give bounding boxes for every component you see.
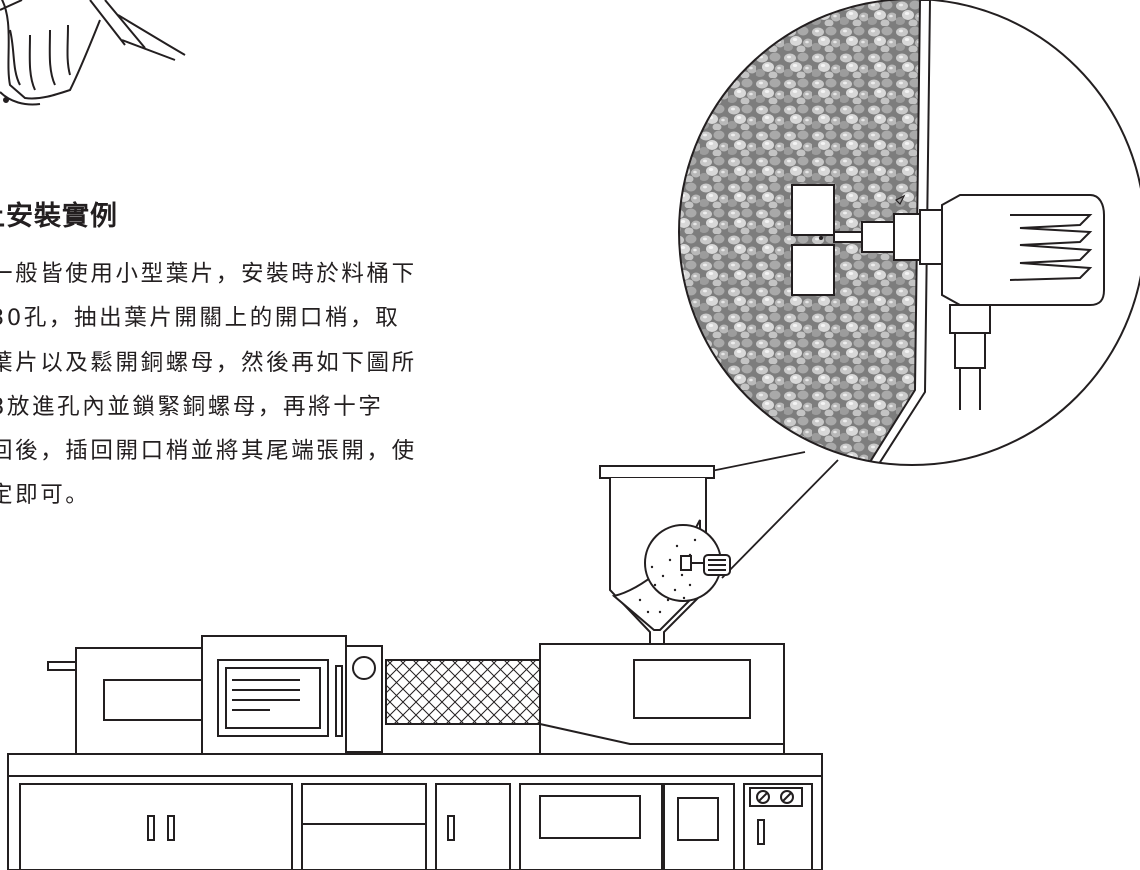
zoom-detail-icon: [651, 0, 1140, 579]
instruction-line: 30孔，抽出葉片開關上的開口梢，取: [0, 305, 401, 332]
instruction-line: 定即可。: [0, 482, 91, 509]
injection-molding-machine-icon: [7, 635, 823, 870]
instruction-text: 一般皆使用小型葉片，安裝時於料桶下 30孔，抽出葉片開關上的開口梢，取 葉片以及…: [0, 252, 417, 518]
section-title: 上安裝實例: [0, 201, 118, 232]
instruction-line: 回後，插回開口梢並將其尾端張開，使: [0, 438, 417, 465]
hopper-icon: [599, 465, 731, 649]
instruction-line: 葉片以及鬆開銅螺母，然後再如下圖所: [0, 349, 417, 376]
switch-head-icon: [0, 0, 186, 106]
instruction-line: 8放進孔內並鎖緊銅螺母，再將十字: [0, 393, 384, 420]
instruction-line: 一般皆使用小型葉片，安裝時於料桶下: [0, 261, 417, 287]
